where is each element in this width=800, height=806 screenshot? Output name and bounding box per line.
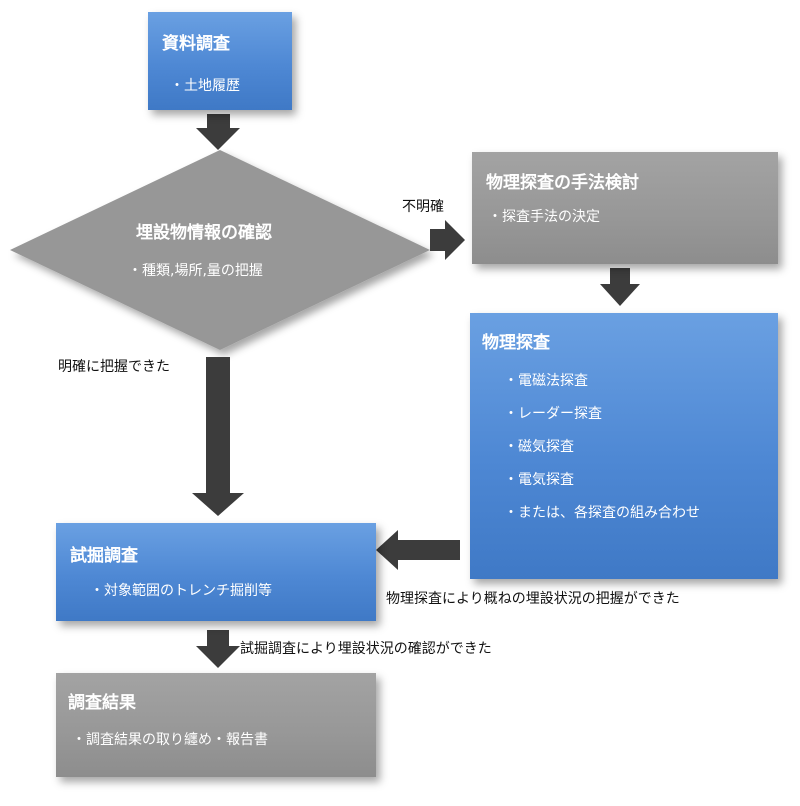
arrow-physical-to-trial bbox=[376, 530, 460, 570]
node-document-survey: 資料調査 ・土地履歴 bbox=[148, 12, 292, 110]
edge-label-trial-done: 試掘調査により埋設状況の確認ができた bbox=[240, 641, 492, 657]
edge-label-physical-done: 物理探査により概ねの埋設状況の把握ができた bbox=[386, 591, 680, 607]
node-title: 埋設物情報の確認 bbox=[136, 223, 272, 243]
node-physical-survey: 物理探査 ・電磁法探査 ・レーダー探査 ・磁気探査 ・電気探査 ・または、各探査… bbox=[470, 313, 778, 579]
node-item: ・種類,場所,量の把握 bbox=[128, 263, 263, 279]
node-title: 資料調査 bbox=[162, 34, 230, 54]
arrow-survey-to-confirm bbox=[196, 114, 240, 150]
arrow-trial-to-results bbox=[196, 630, 240, 668]
arrow-confirm-to-trial bbox=[192, 357, 244, 516]
node-title: 物理探査の手法検討 bbox=[486, 173, 639, 193]
node-item: ・調査結果の取り纏め・報告書 bbox=[72, 732, 268, 748]
node-item: ・探査手法の決定 bbox=[488, 209, 600, 225]
arrow-method-to-physical bbox=[600, 268, 640, 306]
node-item: ・磁気探査 bbox=[504, 439, 574, 455]
node-results: 調査結果 ・調査結果の取り纏め・報告書 bbox=[56, 673, 376, 777]
node-item: ・土地履歴 bbox=[170, 78, 240, 94]
node-item: ・レーダー探査 bbox=[504, 406, 602, 422]
node-item: ・対象範囲のトレンチ掘削等 bbox=[90, 583, 272, 599]
node-title: 物理探査 bbox=[482, 333, 550, 353]
node-item: ・電気探査 bbox=[504, 472, 574, 488]
node-item: ・または、各探査の組み合わせ bbox=[504, 505, 700, 521]
node-title: 調査結果 bbox=[68, 693, 136, 713]
node-trial-dig: 試掘調査 ・対象範囲のトレンチ掘削等 bbox=[56, 523, 376, 621]
node-title: 試掘調査 bbox=[70, 546, 138, 566]
arrow-confirm-to-method bbox=[430, 220, 465, 260]
node-item: ・電磁法探査 bbox=[504, 373, 588, 389]
decision-diamond bbox=[10, 150, 430, 350]
edge-label-clear: 明確に把握できた bbox=[58, 359, 170, 375]
edge-label-unclear: 不明確 bbox=[402, 199, 444, 215]
node-method-study: 物理探査の手法検討 ・探査手法の決定 bbox=[472, 152, 778, 264]
node-confirm-info: 埋設物情報の確認 ・種類,場所,量の把握 bbox=[10, 150, 430, 350]
